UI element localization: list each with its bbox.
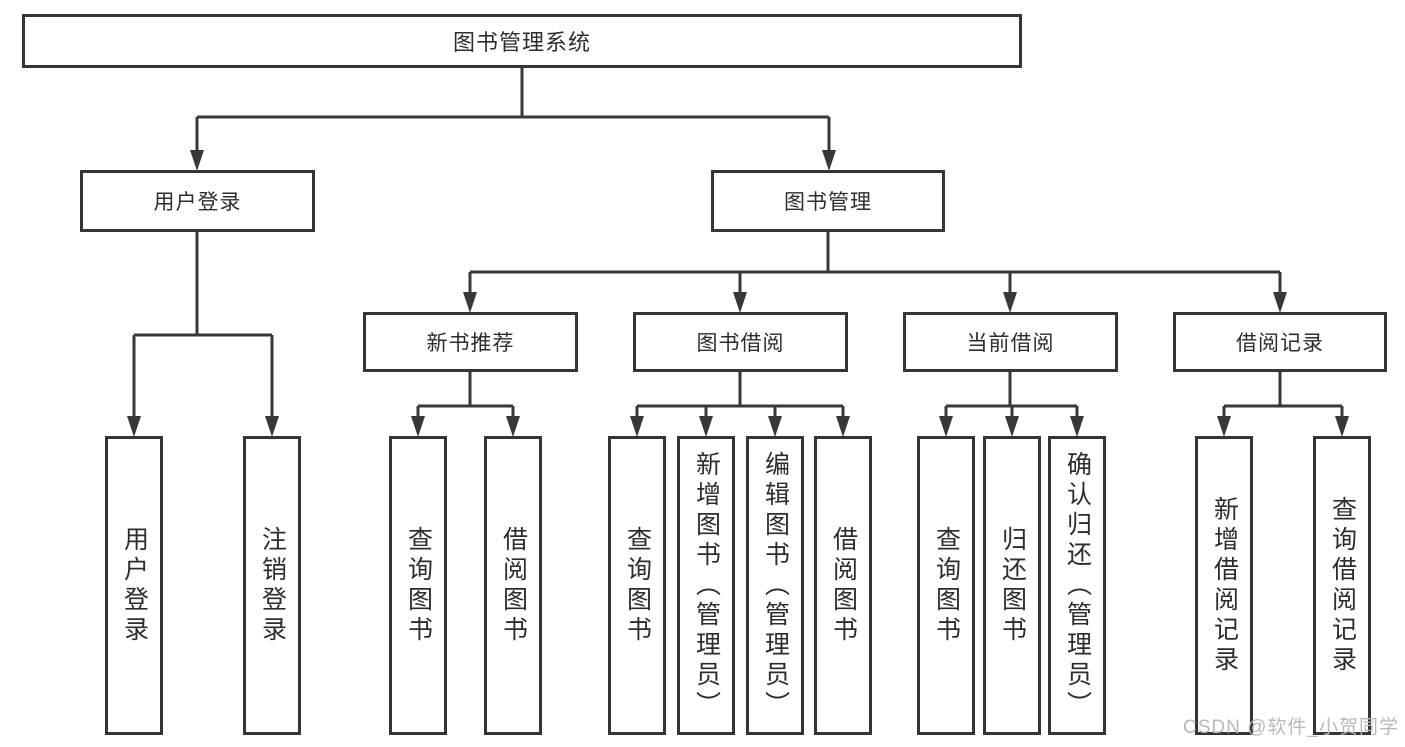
leaf-query-books-borrow: 查询图书 bbox=[608, 436, 666, 735]
node-user-login: 用户登录 bbox=[80, 170, 315, 232]
arrowhead-icons bbox=[127, 150, 1349, 437]
leaf-return-book: 归还图书 bbox=[983, 436, 1041, 735]
leaf-add-book-admin: 新增图书（管理员） bbox=[677, 436, 735, 735]
node-current-borrow: 当前借阅 bbox=[903, 312, 1118, 372]
node-new-book-recommend: 新书推荐 bbox=[363, 312, 578, 372]
leaf-borrow-books-recommend: 借阅图书 bbox=[484, 436, 542, 735]
leaf-logout: 注销登录 bbox=[243, 436, 301, 735]
node-borrow-records: 借阅记录 bbox=[1173, 312, 1387, 372]
csdn-watermark: CSDN @软件_小贺同学 bbox=[1183, 717, 1399, 738]
leaf-borrow-books: 借阅图书 bbox=[814, 436, 872, 735]
leaf-add-borrow-record: 新增借阅记录 bbox=[1195, 436, 1253, 735]
leaf-query-borrow-record: 查询借阅记录 bbox=[1313, 436, 1371, 735]
leaf-query-books-current: 查询图书 bbox=[917, 436, 975, 735]
leaf-user-login: 用户登录 bbox=[105, 436, 163, 735]
node-book-management: 图书管理 bbox=[711, 170, 945, 232]
leaf-query-books-recommend: 查询图书 bbox=[389, 436, 447, 735]
leaf-edit-book-admin: 编辑图书（管理员） bbox=[746, 436, 804, 735]
node-root-system: 图书管理系统 bbox=[22, 14, 1022, 68]
leaf-confirm-return-admin: 确认归还（管理员） bbox=[1048, 436, 1106, 735]
node-book-borrow: 图书借阅 bbox=[633, 312, 848, 372]
